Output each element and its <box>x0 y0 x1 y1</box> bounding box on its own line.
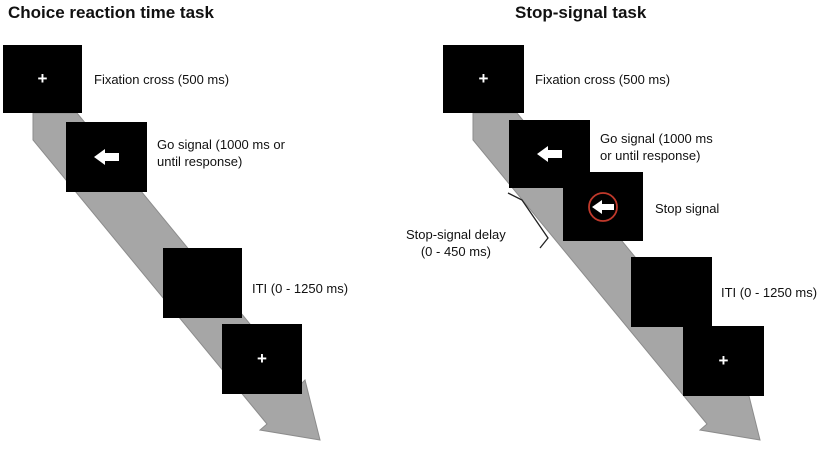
fixation-cross-icon: + <box>718 351 729 370</box>
fixation-cross-icon: + <box>478 69 489 88</box>
fixation-cross-icon: + <box>37 69 48 88</box>
left-arrow-icon <box>94 149 119 165</box>
left-iti-label: ITI (0 - 1250 ms) <box>252 281 349 296</box>
left-panel-title: Choice reaction time task <box>8 3 214 22</box>
ssd-label: Stop-signal delay (0 - 450 ms) <box>406 227 506 259</box>
right-arrow-icon <box>537 146 562 162</box>
right-go-label: Go signal (1000 ms or until response) <box>600 131 713 163</box>
right-fixation-screen: + <box>443 45 524 113</box>
stop-signal-delay-bracket <box>507 192 549 249</box>
left-go-screen <box>66 122 147 192</box>
right-fixation-label: Fixation cross (500 ms) <box>535 72 671 87</box>
left-fixation-screen-2: + <box>222 324 302 394</box>
left-go-label: Go signal (1000 ms or until response) <box>157 137 285 169</box>
right-fixation-screen-2: + <box>683 326 764 396</box>
right-stop-screen <box>563 172 643 241</box>
right-panel-title: Stop-signal task <box>515 3 647 22</box>
stop-signal-icon <box>588 192 618 222</box>
right-iti-screen <box>631 257 712 327</box>
right-iti-label: ITI (0 - 1250 ms) <box>721 285 818 300</box>
left-iti-screen <box>163 248 242 318</box>
fixation-cross-icon: + <box>257 349 267 368</box>
left-fixation-screen: + <box>3 45 82 113</box>
right-stop-label: Stop signal <box>655 201 720 216</box>
left-fixation-label: Fixation cross (500 ms) <box>94 72 230 87</box>
